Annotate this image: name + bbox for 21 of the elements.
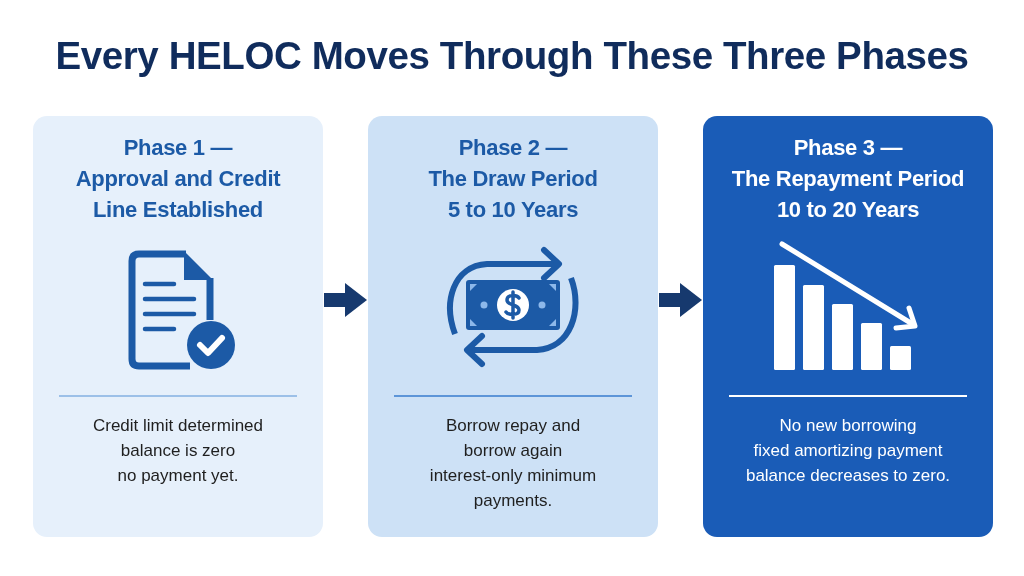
- description-text: balance decreases to zero.: [744, 465, 952, 487]
- title: Every HELOC Moves Through These Three Phases: [54, 33, 970, 79]
- description-text: No new borrowing: [778, 415, 918, 437]
- phase-heading: 10 to 20 Years: [775, 196, 921, 224]
- phase-panel: [703, 116, 993, 537]
- phase-panel: [368, 116, 658, 537]
- phase-heading: The Draw Period: [427, 165, 599, 193]
- arrow: [659, 283, 702, 317]
- phase-heading: The Repayment Period: [730, 165, 966, 193]
- description-text: interest-only minimum payments.: [428, 465, 598, 512]
- description-text: balance is zero: [119, 440, 237, 462]
- phase-heading: Approval and Credit Line Established: [74, 165, 282, 224]
- description-text: Credit limit determined: [91, 415, 265, 437]
- phase-number: Phase 1 —: [122, 134, 234, 162]
- description-text: no payment yet.: [116, 465, 240, 487]
- phase-heading: 5 to 10 Years: [446, 196, 580, 224]
- description-text: fixed amortizing payment: [752, 440, 944, 462]
- phase-number: Phase 2 —: [457, 134, 569, 162]
- phase-panel: [33, 116, 323, 537]
- arrow: [324, 283, 367, 317]
- phase-number: Phase 3 —: [792, 134, 904, 162]
